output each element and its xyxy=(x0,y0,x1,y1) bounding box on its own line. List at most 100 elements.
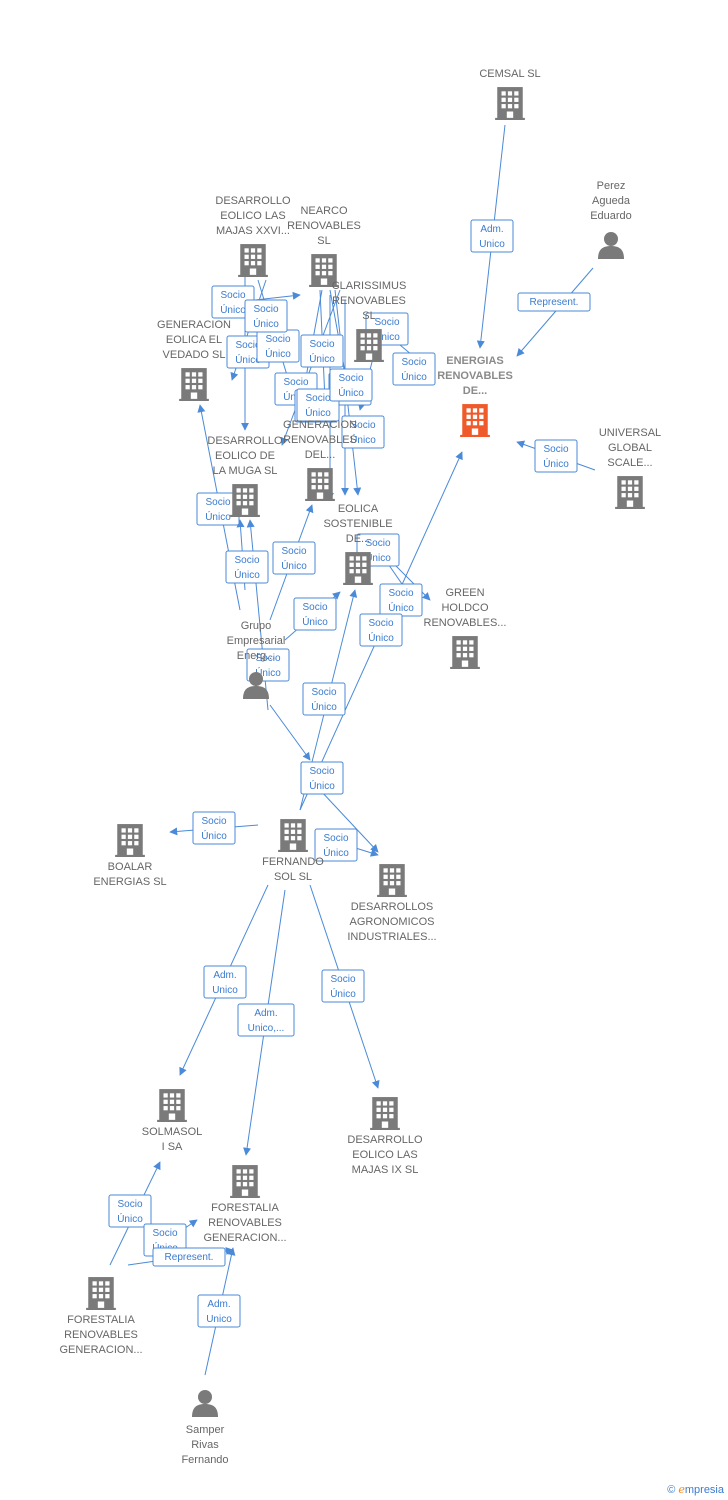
relation-label-text: Socio xyxy=(309,766,334,777)
brand-logo-initial: e xyxy=(678,1483,685,1496)
relation-label-text: Unico xyxy=(212,985,238,996)
node-label: EOLICO DE xyxy=(215,450,275,462)
relation-label-box xyxy=(300,761,344,795)
relation-label-text: Socio xyxy=(302,602,327,613)
node-label: DE... xyxy=(463,385,487,397)
relation-label-text: Socio xyxy=(350,420,375,431)
relation-label-text: Socio xyxy=(305,393,330,404)
relation-label[interactable]: Represent. xyxy=(517,292,591,312)
person-icon xyxy=(598,232,624,259)
relation-label-box xyxy=(517,292,591,312)
relation-label[interactable]: Adm.Unico xyxy=(203,965,247,999)
relation-label-text: Socio xyxy=(235,340,260,351)
relation-label-text: Socio xyxy=(368,618,393,629)
node-label: DESARROLLO xyxy=(207,435,283,447)
brand-logo-text: mpresia xyxy=(684,1484,724,1496)
relation-label-text: Único xyxy=(305,406,331,419)
building-icon xyxy=(495,87,525,120)
relation-label-box xyxy=(534,439,578,473)
node-forestalia2[interactable]: FORESTALIARENOVABLESGENERACION... xyxy=(59,1277,143,1356)
relation-label[interactable]: Represent. xyxy=(152,1247,226,1267)
node-green[interactable]: GREENHOLDCORENOVABLES... xyxy=(424,587,507,669)
relation-label-box xyxy=(293,597,337,631)
node-energias[interactable]: ENERGIAS RENOVABLES DE... xyxy=(437,355,513,437)
node-label: ENERGIAS xyxy=(446,355,503,367)
node-agronomicos[interactable]: DESARROLLOSAGRONOMICOSINDUSTRIALES... xyxy=(347,864,437,943)
relation-label-text: Socio xyxy=(201,816,226,827)
relation-label-text: Socio xyxy=(323,833,348,844)
relation-label-text: Represent. xyxy=(530,297,579,308)
relation-label-box xyxy=(321,969,365,1003)
node-label: CLARISSIMUS xyxy=(332,280,407,292)
focus-building-icon xyxy=(460,404,490,437)
building-icon xyxy=(450,636,480,669)
building-icon xyxy=(238,244,268,277)
relation-label[interactable]: Adm.Unico xyxy=(470,219,514,253)
relation-label-box xyxy=(152,1247,226,1267)
relation-label-box xyxy=(192,811,236,845)
relation-label[interactable]: Adm.Unico xyxy=(197,1294,241,1328)
relation-label-text: Adm. xyxy=(207,1299,230,1310)
relation-label-text: Único xyxy=(350,433,376,446)
relation-label-text: Socio xyxy=(388,588,413,599)
node-label: DESARROLLO xyxy=(347,1134,423,1146)
node-label: SL xyxy=(362,310,375,322)
relation-edge xyxy=(389,559,431,601)
relation-label-box xyxy=(203,965,247,999)
node-label: MAJAS IX SL xyxy=(352,1164,419,1176)
node-label: RENOVABLES xyxy=(437,370,513,382)
brand-footer: © empresia xyxy=(667,1483,724,1496)
node-label: FORESTALIA xyxy=(211,1202,279,1214)
relation-label-text: Socio xyxy=(281,546,306,557)
node-generacion_ren[interactable]: GENERACIONRENOVABLESDEL... xyxy=(283,419,357,501)
node-cemsal[interactable]: CEMSAL SL xyxy=(479,68,541,120)
building-icon xyxy=(278,819,308,852)
relation-label-text: Único xyxy=(401,370,427,383)
person-icon xyxy=(192,1390,218,1417)
node-label: GENERACION... xyxy=(203,1232,286,1244)
node-eolica_sost[interactable]: EOLICASOSTENIBLEDE... xyxy=(323,503,393,585)
relation-label[interactable]: Adm.Unico,... xyxy=(237,1003,295,1037)
node-grupo[interactable]: GrupoEmpresarialEnerg... xyxy=(227,620,286,699)
node-label: I SA xyxy=(162,1141,183,1153)
building-icon xyxy=(157,1089,187,1122)
relation-label-text: Único xyxy=(309,779,335,792)
relation-label-text: Adm. xyxy=(254,1008,277,1019)
node-forestalia1[interactable]: FORESTALIARENOVABLESGENERACION... xyxy=(203,1165,287,1244)
node-universal[interactable]: UNIVERSALGLOBALSCALE... xyxy=(599,427,661,509)
node-label: VEDADO SL xyxy=(163,349,226,361)
